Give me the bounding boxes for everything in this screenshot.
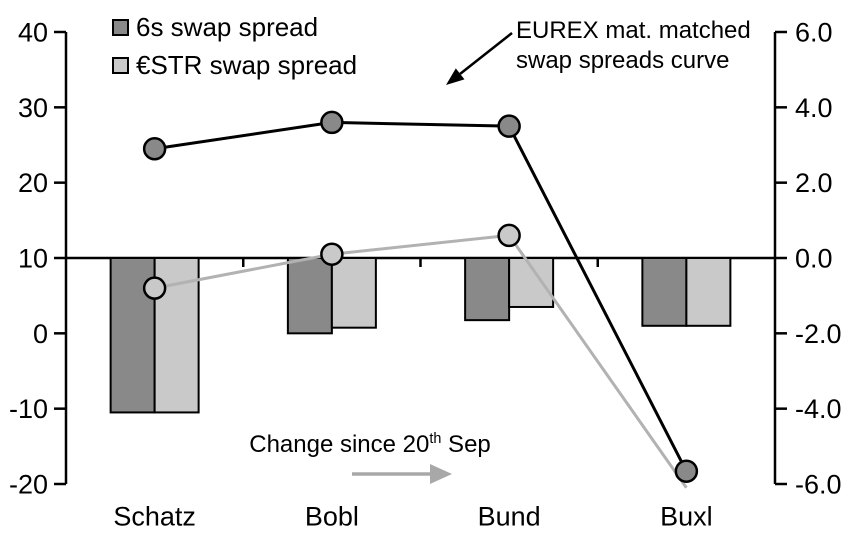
change-annotation-ordinal: th (429, 431, 442, 447)
left-axis-tick-label: 30 (18, 93, 48, 123)
left-axis-tick-label: 10 (18, 243, 48, 273)
chart-legend: 6s swap spread €STR swap spread (112, 10, 357, 82)
right-axis-tick-label: -2.0 (795, 319, 842, 349)
marker-schatz-series1 (142, 137, 167, 161)
category-label-bobl: Bobl (305, 501, 359, 531)
left-axis-tick-label: 0 (33, 319, 48, 349)
bar-bobl-series0 (286, 257, 333, 335)
right-axis-tick-label: -6.0 (795, 469, 842, 499)
marker-schatz-series0 (142, 276, 167, 300)
legend-label-6s: 6s swap spread (136, 12, 319, 42)
category-label-buxl: Buxl (660, 501, 713, 531)
bar-buxl-series1 (685, 257, 732, 327)
right-axis-tick-label: 0.0 (795, 243, 833, 273)
right-axis-tick-label: -4.0 (795, 394, 842, 424)
legend-item-estr-swap-spread: €STR swap spread (112, 48, 357, 82)
marker-bund-series1 (497, 114, 521, 138)
change-annotation-suffix: Sep (441, 431, 491, 458)
left-axis-tick-label: 40 (18, 17, 48, 47)
line-series1 (154, 120, 688, 472)
curve-annotation-arrow-icon-head (446, 68, 465, 85)
category-label-bund: Bund (478, 501, 541, 531)
right-axis-tick-label: 2.0 (795, 168, 833, 198)
right-axis-tick-label: 6.0 (795, 17, 833, 47)
marker-buxl-series1 (674, 459, 699, 483)
marker-bobl-series1 (320, 110, 344, 135)
bar-bund-series1 (508, 257, 555, 308)
bar-bobl-series1 (330, 257, 377, 329)
marker-bund-series0 (497, 223, 521, 248)
left-axis-tick-label: -10 (9, 394, 48, 424)
marker-bobl-series0 (320, 242, 344, 266)
curve-annotation-arrow-icon-shaft (459, 32, 513, 75)
bar-bund-series0 (464, 257, 511, 322)
left-axis-tick-label: -20 (9, 469, 48, 499)
legend-item-6s-swap-spread: 6s swap spread (112, 10, 357, 44)
category-label-schatz: Schatz (113, 501, 196, 531)
change-annotation-label: Change since 20th Sep (240, 431, 500, 458)
line-series0 (154, 233, 688, 489)
left-axis-tick-label: 20 (18, 168, 48, 198)
right-axis-tick-label: 4.0 (795, 93, 833, 123)
legend-label-estr: €STR swap spread (136, 50, 358, 80)
change-annotation-prefix: Change since 20 (249, 431, 430, 458)
legend-swatch-6s-icon (112, 18, 129, 36)
curve-annotation-label: EUREX mat. matched swap spreads curve (516, 17, 751, 74)
change-annotation-arrow-icon-head (430, 464, 452, 484)
bar-buxl-series0 (641, 257, 688, 327)
legend-swatch-estr-icon (112, 56, 129, 74)
